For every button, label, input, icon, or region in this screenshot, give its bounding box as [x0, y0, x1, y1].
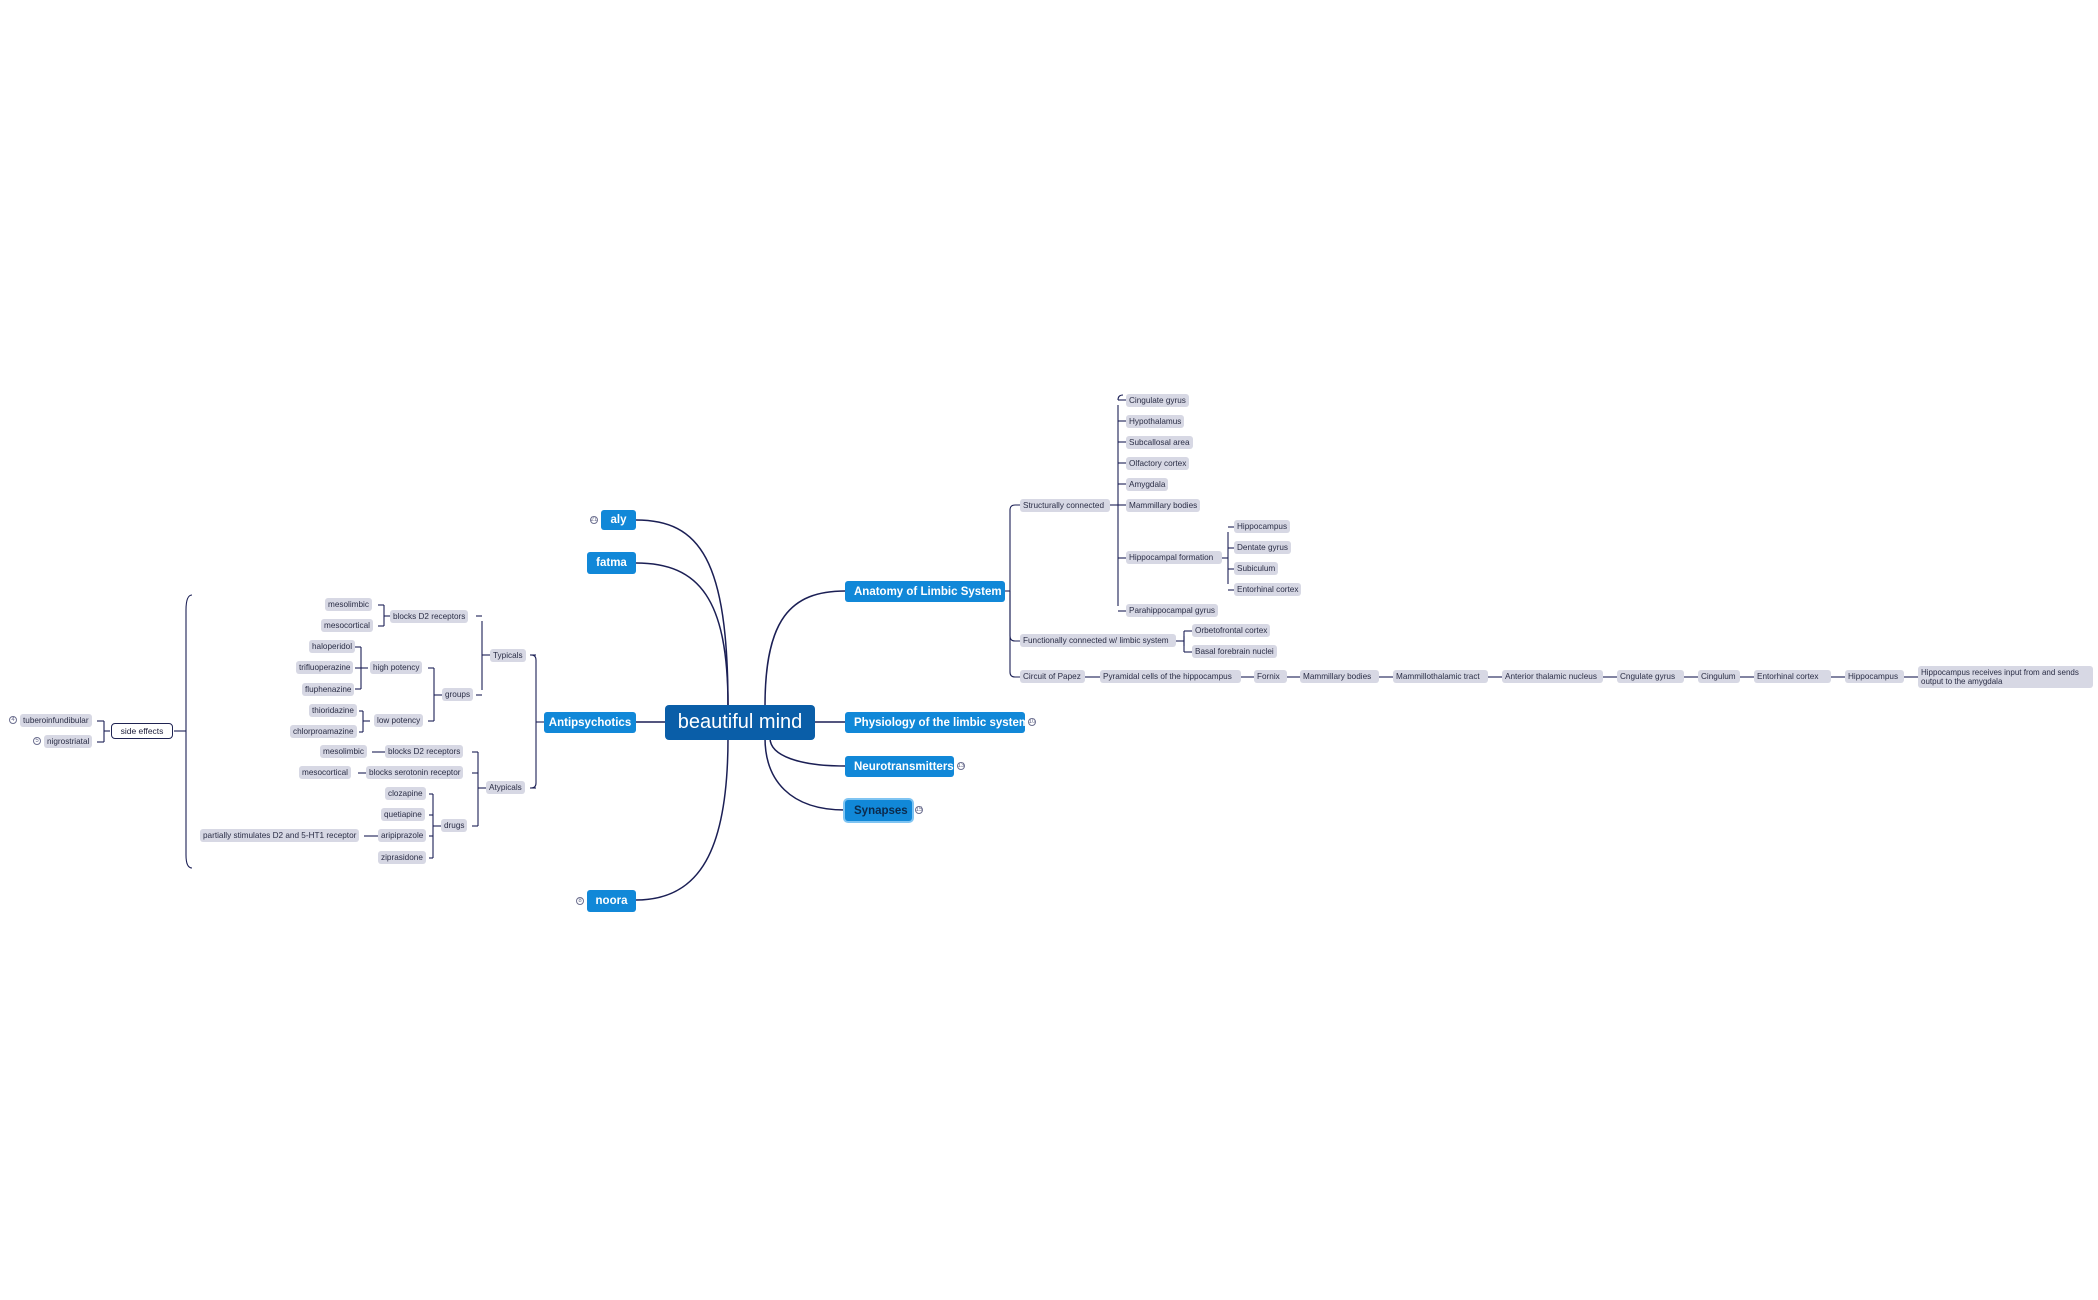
low-potency-drug[interactable]: thioridazine — [309, 704, 357, 717]
collapse-toggle-synapses[interactable]: 15 — [915, 806, 923, 814]
atypical-drug[interactable]: clozapine — [385, 787, 426, 800]
atypical-drug[interactable]: aripiprazole — [378, 829, 427, 842]
functional-item[interactable]: Basal forebrain nuclei — [1192, 645, 1277, 658]
side-effects[interactable]: side effects — [111, 723, 173, 739]
papez-step[interactable]: Fornix — [1254, 670, 1287, 683]
topic-anatomy-limbic-system[interactable]: Anatomy of Limbic System — [845, 581, 1005, 602]
hippocampal-part[interactable]: Subiculum — [1234, 562, 1279, 575]
structure-item[interactable]: Cingulate gyrus — [1126, 394, 1189, 407]
hippocampal-part[interactable]: Entorhinal cortex — [1234, 583, 1302, 596]
collapse-toggle-physiology[interactable]: 10 — [1028, 718, 1036, 726]
typicals-mesolimbic[interactable]: mesolimbic — [325, 598, 372, 611]
papez-step[interactable]: Mammillothalamic tract — [1393, 670, 1488, 683]
high-potency-drug[interactable]: trifluoperazine — [296, 661, 354, 674]
topic-fatma[interactable]: fatma — [587, 552, 636, 574]
papez-step[interactable]: Cingulum — [1698, 670, 1740, 683]
collapse-toggle-aly[interactable]: 21 — [590, 516, 598, 524]
structure-item[interactable]: Amygdala — [1126, 478, 1169, 491]
groups[interactable]: groups — [442, 688, 474, 701]
collapse-toggle-tuberoinfundibular[interactable]: 4 — [9, 716, 17, 724]
high-potency-drug[interactable]: fluphenazine — [302, 683, 355, 696]
structure-item[interactable]: Mammillary bodies — [1126, 499, 1201, 512]
atypicals-blocks-d2[interactable]: blocks D2 receptors — [385, 745, 464, 758]
collapse-toggle-neurotransmitters[interactable]: 13 — [957, 762, 965, 770]
papez-final-note[interactable]: Hippocampus receives input from and send… — [1918, 666, 2093, 688]
structurally-connected[interactable]: Structurally connected — [1020, 499, 1110, 512]
typicals-blocks-d2[interactable]: blocks D2 receptors — [390, 610, 469, 623]
low-potency[interactable]: low potency — [374, 714, 424, 727]
drugs[interactable]: drugs — [441, 819, 468, 832]
atypical-drug[interactable]: quetiapine — [381, 808, 425, 821]
topic-noora[interactable]: noora — [587, 890, 636, 912]
topic-physiology-limbic-system[interactable]: Physiology of the limbic system — [845, 712, 1029, 733]
typicals[interactable]: Typicals — [490, 649, 526, 662]
papez-step[interactable]: Mammillary bodies — [1300, 670, 1379, 683]
papez-step[interactable]: Entorhinal cortex — [1754, 670, 1831, 683]
collapse-toggle-noora[interactable]: 8 — [576, 897, 584, 905]
low-potency-drug[interactable]: chlorproamazine — [290, 725, 357, 738]
hippocampal-part[interactable]: Dentate gyrus — [1234, 541, 1291, 554]
parahippocampal-gyrus[interactable]: Parahippocampal gyrus — [1126, 604, 1219, 617]
topic-aly[interactable]: aly — [601, 510, 636, 530]
nigrostriatal[interactable]: nigrostriatal — [44, 735, 93, 748]
high-potency-drug[interactable]: haloperidol — [309, 640, 356, 653]
circuit-of-papez[interactable]: Circuit of Papez — [1020, 670, 1085, 683]
functionally-connected[interactable]: Functionally connected w/ limbic system — [1020, 634, 1176, 647]
topic-antipsychotics[interactable]: Antipsychotics — [544, 712, 636, 733]
collapse-toggle-nigrostriatal[interactable]: 5 — [33, 737, 41, 745]
topic-neurotransmitters[interactable]: Neurotransmitters — [845, 756, 954, 777]
papez-step[interactable]: Anterior thalamic nucleus — [1502, 670, 1603, 683]
structure-item[interactable]: Hypothalamus — [1126, 415, 1185, 428]
typicals-mesocortical[interactable]: mesocortical — [321, 619, 373, 632]
tuberoinfundibular[interactable]: tuberoinfundibular — [20, 714, 92, 727]
atypicals-mesocortical[interactable]: mesocortical — [299, 766, 351, 779]
papez-step[interactable]: Pyramidal cells of the hippocampus — [1100, 670, 1241, 683]
central-topic[interactable]: beautiful mind — [665, 705, 815, 740]
structure-item[interactable]: Olfactory cortex — [1126, 457, 1190, 470]
structure-item[interactable]: Subcallosal area — [1126, 436, 1193, 449]
papez-step[interactable]: Hippocampus — [1845, 670, 1904, 683]
aripiprazole-note[interactable]: partially stimulates D2 and 5-HT1 recept… — [200, 829, 360, 842]
topic-synapses[interactable]: Synapses — [845, 800, 912, 821]
papez-step[interactable]: Cngulate gyrus — [1617, 670, 1684, 683]
atypical-drug[interactable]: ziprasidone — [378, 851, 426, 864]
atypicals[interactable]: Atypicals — [486, 781, 525, 794]
functional-item[interactable]: Orbetofrontal cortex — [1192, 624, 1271, 637]
hippocampal-formation[interactable]: Hippocampal formation — [1126, 551, 1222, 564]
atypicals-mesolimbic[interactable]: mesolimbic — [320, 745, 367, 758]
blocks-serotonin[interactable]: blocks serotonin receptor — [366, 766, 464, 779]
high-potency[interactable]: high potency — [370, 661, 423, 674]
hippocampal-part[interactable]: Hippocampus — [1234, 520, 1291, 533]
